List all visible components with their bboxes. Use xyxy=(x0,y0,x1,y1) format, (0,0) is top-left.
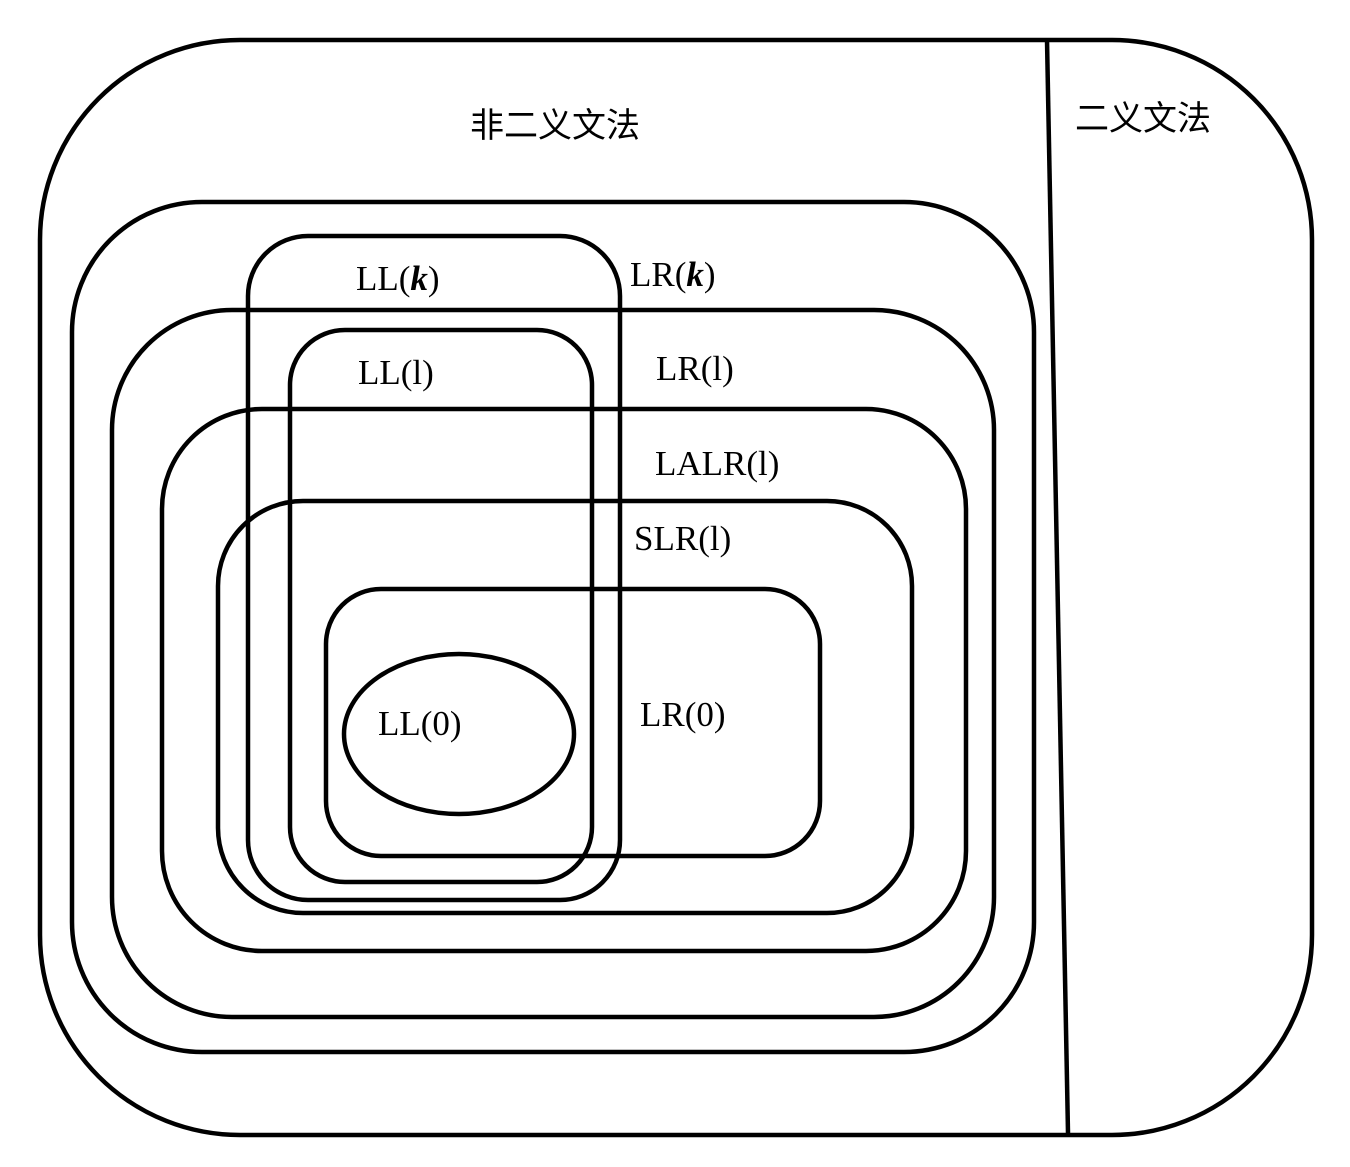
lr-0-region xyxy=(323,586,823,859)
ambiguity-divider xyxy=(1044,39,1071,1134)
lr-1-region xyxy=(109,307,997,1020)
lr-k-region xyxy=(69,199,1037,1055)
non-ambiguous-label: 非二义文法 xyxy=(470,106,640,146)
ambiguous-label: 二义文法 xyxy=(1075,99,1211,139)
lalr-1-label: LALR(l) xyxy=(655,444,779,483)
lr-1-label: LR(l) xyxy=(656,349,734,388)
ll-0-label: LL(0) xyxy=(378,704,462,743)
ll-k-label: LL(k) xyxy=(356,259,440,298)
lr-k-label: LR(k) xyxy=(630,255,716,294)
all-grammars-frame xyxy=(37,37,1315,1138)
lalr-1-region xyxy=(159,406,969,954)
slr-1-region xyxy=(215,498,915,916)
slr-1-label: SLR(l) xyxy=(634,519,731,558)
ll-1-label: LL(l) xyxy=(358,353,434,392)
ll-0-region xyxy=(341,651,577,817)
ll-1-region xyxy=(287,327,595,885)
ll-k-region xyxy=(245,233,623,903)
lr-0-label: LR(0) xyxy=(640,695,726,734)
